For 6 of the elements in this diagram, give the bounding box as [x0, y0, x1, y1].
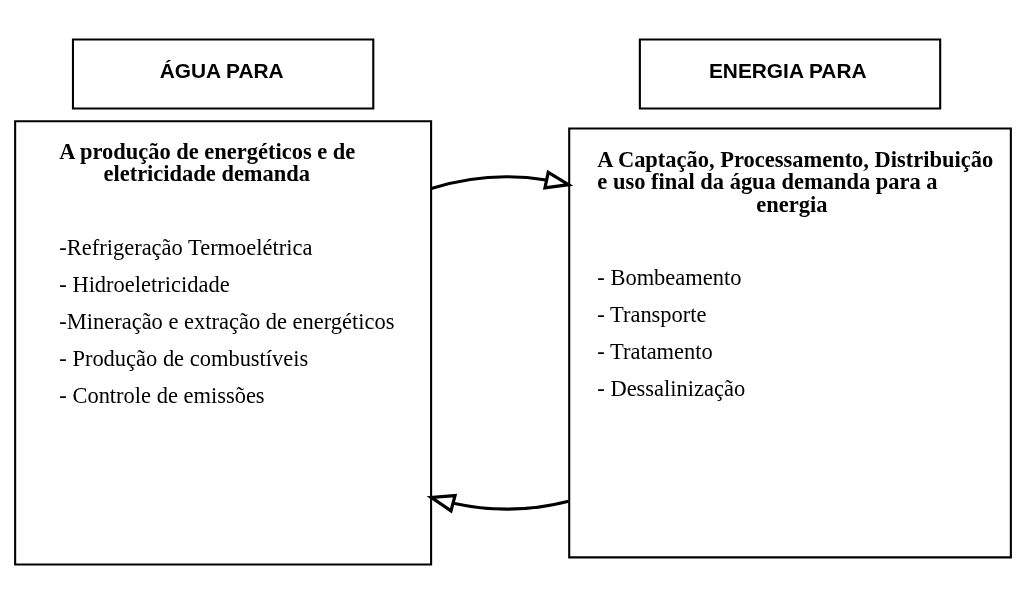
node-box: ENERGIA PARA — [638, 38, 942, 110]
node-box: A Captação, Processamento, Distribuição e uso final da água demanda para a energia - Bombeamento - Transporte - Tratamento - Dessalinização — [568, 127, 1012, 559]
node-box: ÁGUA PARA — [71, 38, 375, 110]
arrow — [426, 493, 569, 514]
node-box: A produção de energéticos e de eletricidade demanda -Refrigeração Termoelétrica - Hidroeletricidade -Mineração e extração de energéticos - Produção de combustíveis - Controle de emissões — [14, 120, 433, 566]
arrow — [430, 169, 574, 190]
